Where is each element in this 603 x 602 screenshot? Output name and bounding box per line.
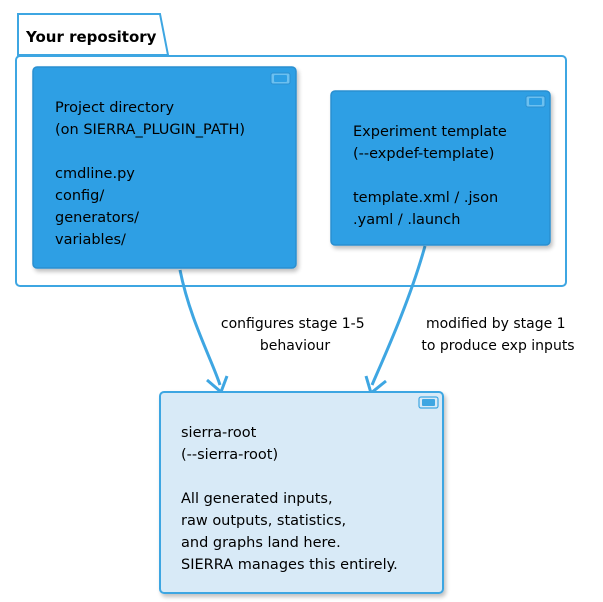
node-root-line: SIERRA manages this entirely. [181, 557, 398, 573]
node-project-box [32, 66, 297, 269]
node-template-line: Experiment template [353, 124, 507, 140]
node-template-line: (--expdef-template) [353, 146, 494, 162]
node-project-line: (on SIERRA_PLUGIN_PATH) [55, 122, 245, 138]
node-root-line: sierra-root [181, 425, 257, 441]
node-template-text: Experiment template (--expdef-template) … [353, 124, 511, 228]
edge-label-modified: modified by stage 1 to produce exp input… [421, 316, 574, 354]
component-icon [418, 396, 439, 409]
node-template-box [330, 90, 551, 246]
edge-label-modified-line: modified by stage 1 [426, 316, 566, 332]
node-project-line: generators/ [55, 210, 139, 226]
node-sierra-root [159, 391, 444, 594]
edge-modified [370, 245, 427, 386]
edge-label-configures: configures stage 1-5 behaviour [221, 316, 369, 354]
node-project-line: Project directory [55, 100, 175, 116]
edges: configures stage 1-5 behaviour modified … [178, 245, 575, 396]
node-root-line: raw outputs, statistics, [181, 513, 346, 529]
node-project-text: Project directory (on SIERRA_PLUGIN_PATH… [55, 100, 250, 248]
edge-label-configures-line: behaviour [260, 338, 331, 354]
node-project-line: cmdline.py [55, 166, 135, 182]
node-root-line: (--sierra-root) [181, 447, 278, 463]
node-root-box [159, 391, 444, 594]
node-template-line: .yaml / .launch [353, 212, 460, 228]
component-icon [270, 72, 291, 85]
node-project-directory [32, 66, 297, 269]
edge-configures [178, 269, 222, 386]
component-icon [525, 95, 546, 108]
node-experiment-template [330, 90, 551, 246]
package-title: Your repository [25, 28, 157, 46]
node-root-line: and graphs land here. [181, 535, 341, 551]
edge-label-modified-line: to produce exp inputs [421, 338, 574, 354]
node-project-line: config/ [55, 188, 104, 204]
node-project-line: variables/ [55, 232, 126, 248]
node-root-line: All generated inputs, [181, 491, 333, 507]
edge-label-configures-line: configures stage 1-5 [221, 316, 365, 332]
node-root-text: sierra-root (--sierra-root) All generate… [181, 425, 398, 573]
node-template-line: template.xml / .json [353, 190, 498, 206]
